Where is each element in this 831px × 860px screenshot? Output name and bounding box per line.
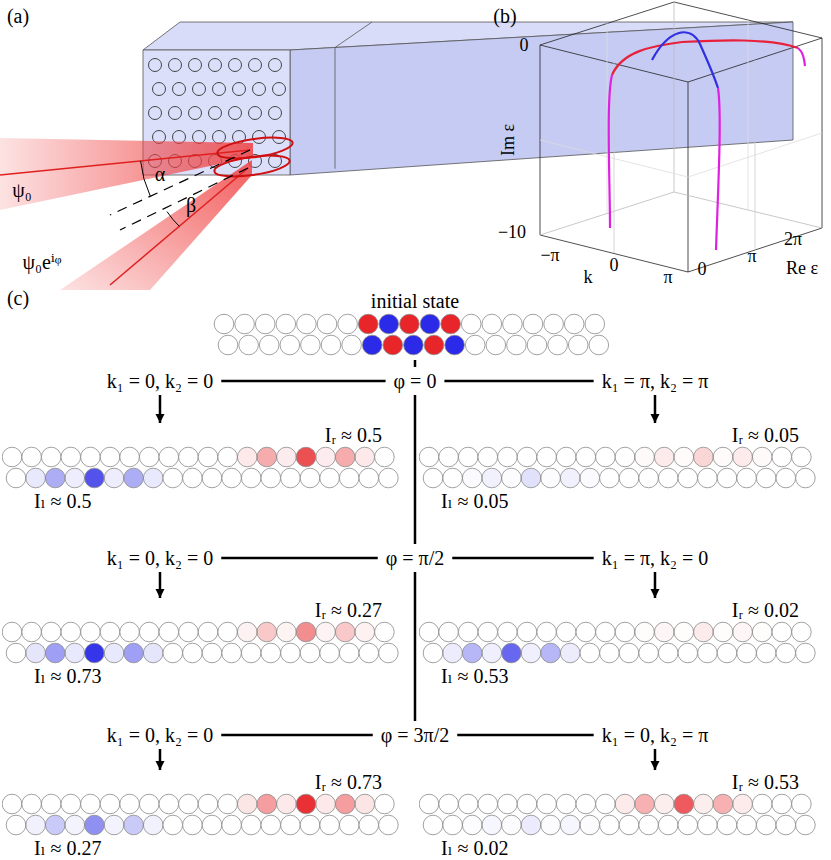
axis-label: −10 xyxy=(498,221,526,243)
connector xyxy=(650,572,659,598)
band-plot xyxy=(540,2,822,272)
math-label: φ = 3π/2 xyxy=(381,724,449,746)
axis-label: 0 xyxy=(698,258,707,280)
waveguide-lattice xyxy=(2,793,412,837)
connector-line xyxy=(444,380,593,383)
outcome-panel: Iᵣ ≈ 0.02 Iₗ ≈ 0.53 xyxy=(419,600,829,686)
connector xyxy=(414,395,415,544)
connector-line xyxy=(414,572,417,721)
connector xyxy=(414,572,415,721)
math-label: k₁ = 0, k₂ = 0 xyxy=(107,724,214,746)
branch-label: k₁ = π, k₂ = π xyxy=(598,369,713,393)
axis-label: 2π xyxy=(784,228,802,250)
connector xyxy=(444,381,593,382)
math-label: k₁ = 0, k₂ = 0 xyxy=(107,547,214,569)
connector xyxy=(155,749,164,770)
outcome-panel: Iᵣ ≈ 0.27 Iₗ ≈ 0.73 xyxy=(2,600,412,686)
axis-label: β xyxy=(186,194,196,216)
intensity-label: Iᵣ ≈ 0.73 xyxy=(315,771,382,793)
arrow-head xyxy=(650,589,659,598)
intensity-label: Iᵣ ≈ 0.5 xyxy=(325,424,382,446)
intensity-label: Iₗ ≈ 0.5 xyxy=(34,490,92,512)
math-label: k₁ = π, k₂ = π xyxy=(602,370,709,392)
intensity-label: Iₗ ≈ 0.53 xyxy=(441,665,509,687)
waveguide-lattice xyxy=(210,312,620,358)
axis-label: α xyxy=(155,163,165,185)
intensity-label: Iᵣ ≈ 0.27 xyxy=(315,599,382,621)
branch-label: k₁ = π, k₂ = 0 xyxy=(598,546,713,570)
intensity-label: Iₗ ≈ 0.02 xyxy=(441,837,509,859)
connector xyxy=(415,360,416,367)
arrow-head xyxy=(155,761,164,770)
panel-letter: (c) xyxy=(7,287,29,309)
intensity-label: Iᵣ ≈ 0.02 xyxy=(732,599,799,621)
arrow-head xyxy=(155,589,164,598)
connector xyxy=(155,572,164,598)
panel-heading: initial state xyxy=(371,290,459,312)
branch-label: φ = 3π/2 xyxy=(377,723,453,747)
connector-line xyxy=(452,557,593,560)
waveguide-lattice xyxy=(419,446,829,490)
connector-line xyxy=(414,360,417,367)
connector-line xyxy=(221,734,373,737)
connector xyxy=(221,381,385,382)
intensity-label: Iₗ ≈ 0.27 xyxy=(34,837,102,859)
connector-line xyxy=(457,734,593,737)
outcome-panel: Iᵣ ≈ 0.5 Iₗ ≈ 0.5 xyxy=(2,425,412,511)
math-label: φ = 0 xyxy=(394,370,437,392)
outcome-panel: Iᵣ ≈ 0.53 Iₗ ≈ 0.02 xyxy=(419,772,829,858)
branch-label: k₁ = 0, k₂ = π xyxy=(598,723,713,747)
axis-label: 0 xyxy=(520,34,529,56)
branch-label: k₁ = 0, k₂ = 0 xyxy=(103,546,218,570)
axis-label: Re ε xyxy=(786,257,818,279)
intensity-label: Iₗ ≈ 0.05 xyxy=(441,490,509,512)
branch-label: φ = 0 xyxy=(390,369,441,393)
arrow-head xyxy=(155,414,164,423)
math-label: φ = π/2 xyxy=(386,547,444,569)
intensity-label: Iᵣ ≈ 0.05 xyxy=(732,424,799,446)
connector xyxy=(221,558,378,559)
waveguide-lattice xyxy=(419,621,829,665)
connector xyxy=(221,735,373,736)
panel-letter: (b) xyxy=(493,5,516,27)
connector xyxy=(452,558,593,559)
waveguide-lattice xyxy=(419,793,829,837)
panel-letter: (a) xyxy=(7,5,29,27)
branch-label: φ = π/2 xyxy=(382,546,448,570)
axis-label: k xyxy=(584,266,593,288)
arrow-head xyxy=(650,414,659,423)
connector xyxy=(155,395,164,423)
axis-label: Im ε xyxy=(497,124,519,156)
outcome-panel: Iᵣ ≈ 0.73 Iₗ ≈ 0.27 xyxy=(2,772,412,858)
connector xyxy=(650,749,659,770)
axis-label: ψ₀eⁱᵠ xyxy=(22,251,61,273)
axis-label: 0 xyxy=(610,254,619,276)
axis-label: π xyxy=(747,245,756,267)
math-label: k₁ = π, k₂ = 0 xyxy=(602,547,709,569)
connector-line xyxy=(221,557,378,560)
math-label: k₁ = 0, k₂ = 0 xyxy=(107,370,214,392)
waveguide-lattice xyxy=(2,446,412,490)
connector xyxy=(457,735,593,736)
arrow-head xyxy=(650,761,659,770)
math-label: k₁ = 0, k₂ = π xyxy=(602,724,709,746)
outcome-panel: Iᵣ ≈ 0.05 Iₗ ≈ 0.05 xyxy=(419,425,829,511)
branch-label: k₁ = 0, k₂ = 0 xyxy=(103,723,218,747)
laser-beams xyxy=(0,134,294,290)
connector xyxy=(650,395,659,423)
intensity-label: Iₗ ≈ 0.73 xyxy=(34,665,102,687)
initial-state-panel: initial state xyxy=(210,290,620,358)
intensity-label: Iᵣ ≈ 0.53 xyxy=(732,771,799,793)
branch-label: k₁ = 0, k₂ = 0 xyxy=(103,369,218,393)
waveguide-lattice xyxy=(2,621,412,665)
axis-label: π xyxy=(663,266,672,288)
axis-label: ψ₀ xyxy=(12,179,32,201)
connector-line xyxy=(414,395,417,544)
axis-label: −π xyxy=(540,244,559,266)
connector-line xyxy=(221,380,385,383)
